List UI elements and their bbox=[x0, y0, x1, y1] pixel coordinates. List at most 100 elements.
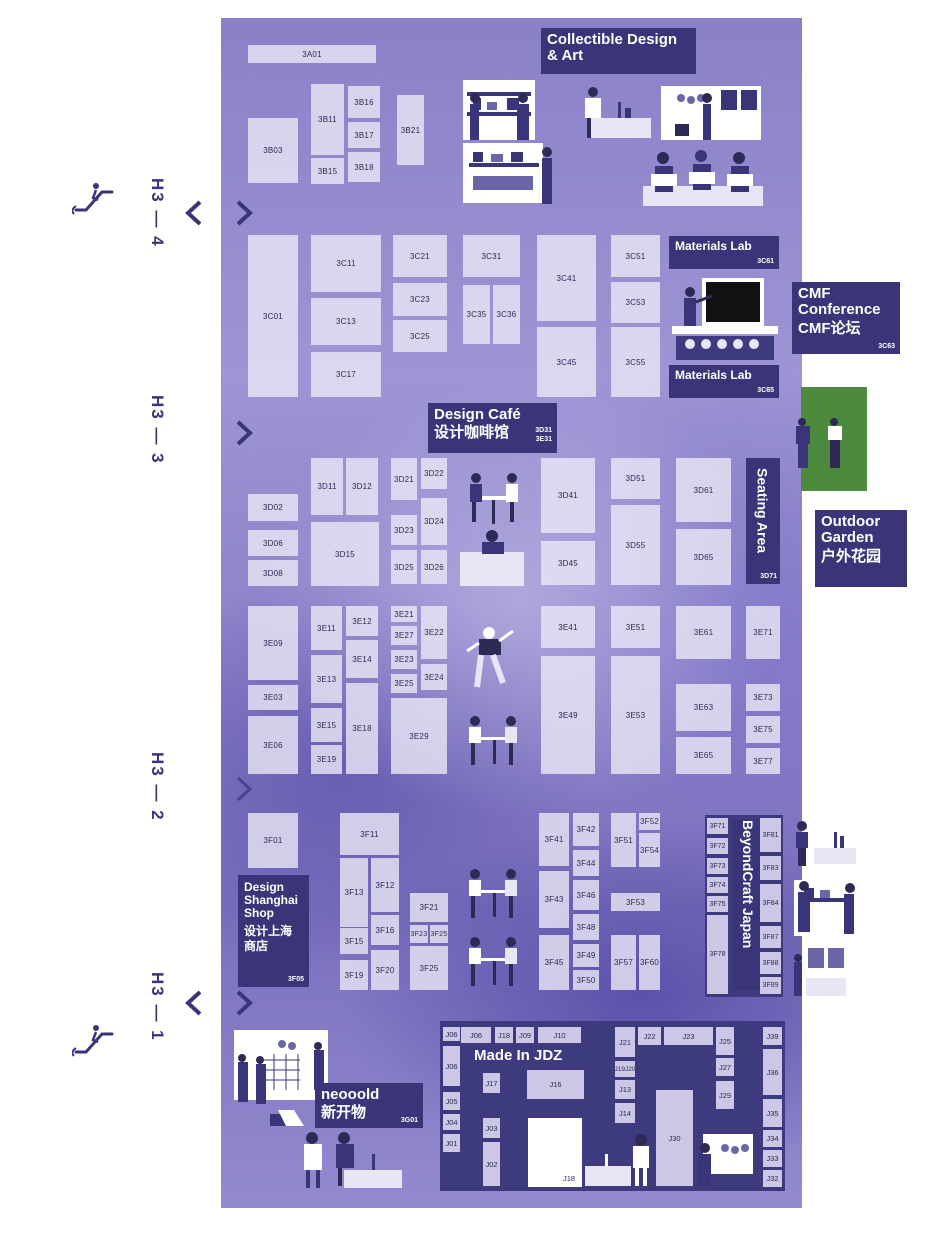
booth[interactable]: 3E51 bbox=[611, 606, 660, 648]
chevron-left-icon[interactable] bbox=[184, 200, 204, 226]
booth[interactable]: 3C25 bbox=[393, 320, 447, 352]
booth[interactable]: 3D61 bbox=[676, 458, 731, 522]
booth[interactable]: 3D21 bbox=[391, 458, 417, 500]
booth[interactable]: 3E73 bbox=[746, 684, 780, 711]
booth[interactable]: J16 bbox=[527, 1070, 584, 1099]
booth[interactable]: 3E61 bbox=[676, 606, 731, 659]
booth[interactable]: 3F41 bbox=[539, 813, 569, 866]
booth[interactable]: 3F49 bbox=[573, 944, 599, 967]
booth[interactable]: 3E22 bbox=[421, 606, 447, 659]
booth[interactable]: 3E71 bbox=[746, 606, 780, 659]
booth[interactable]: 3E29 bbox=[391, 698, 447, 774]
booth[interactable]: 3D55 bbox=[611, 505, 660, 585]
booth[interactable]: 3F46 bbox=[573, 880, 599, 910]
booth[interactable]: J06 bbox=[443, 1046, 460, 1086]
booth[interactable]: 3E77 bbox=[746, 748, 780, 774]
booth[interactable]: 3F87 bbox=[760, 926, 781, 948]
booth[interactable]: 3F01 bbox=[248, 813, 298, 868]
booth[interactable]: 3F78 bbox=[707, 915, 728, 994]
booth[interactable]: 3E23 bbox=[391, 650, 417, 669]
booth[interactable]: 3F74 bbox=[707, 877, 728, 893]
booth[interactable]: 3E25 bbox=[391, 674, 417, 693]
booth[interactable]: 3E75 bbox=[746, 716, 780, 743]
booth[interactable]: 3F15 bbox=[340, 928, 368, 954]
booth[interactable]: 3E24 bbox=[421, 664, 447, 690]
booth[interactable]: 3E49 bbox=[541, 656, 595, 774]
booth[interactable]: J19J20 bbox=[615, 1061, 635, 1077]
booth[interactable]: 3F11 bbox=[340, 813, 399, 855]
booth[interactable]: 3F73 bbox=[707, 858, 728, 874]
booth[interactable]: 3F57 bbox=[611, 935, 636, 990]
booth[interactable]: J27 bbox=[716, 1058, 734, 1076]
booth[interactable]: 3E53 bbox=[611, 656, 660, 774]
booth[interactable]: 3C31 bbox=[463, 235, 520, 277]
booth[interactable]: 3F12 bbox=[371, 858, 399, 912]
booth[interactable]: 3E15 bbox=[311, 708, 342, 742]
booth[interactable]: J06 bbox=[443, 1027, 460, 1041]
booth[interactable]: J25 bbox=[716, 1027, 734, 1055]
booth[interactable]: 3E27 bbox=[391, 626, 417, 645]
booth[interactable]: 3D65 bbox=[676, 529, 731, 585]
booth[interactable]: 3F60 bbox=[639, 935, 660, 990]
booth[interactable]: 3F13 bbox=[340, 858, 368, 927]
booth[interactable]: 3D51 bbox=[611, 458, 660, 499]
booth[interactable]: J04 bbox=[443, 1114, 460, 1130]
booth[interactable]: J01 bbox=[443, 1134, 460, 1152]
booth[interactable]: J36 bbox=[763, 1049, 782, 1095]
booth[interactable]: J34 bbox=[763, 1130, 782, 1147]
booth[interactable]: 3E11 bbox=[311, 606, 342, 650]
booth[interactable]: 3E18 bbox=[346, 683, 378, 774]
booth[interactable]: 3B17 bbox=[348, 122, 380, 148]
booth[interactable]: 3E65 bbox=[676, 737, 731, 774]
booth[interactable]: J22 bbox=[638, 1027, 661, 1045]
booth[interactable]: J32 bbox=[763, 1170, 782, 1187]
booth[interactable]: 3D24 bbox=[421, 498, 447, 545]
booth[interactable]: 3E09 bbox=[248, 606, 298, 680]
booth[interactable]: 3F25 bbox=[410, 946, 448, 990]
booth[interactable]: 3E19 bbox=[311, 745, 342, 774]
booth[interactable]: 3E13 bbox=[311, 655, 342, 703]
booth[interactable]: 3A01 bbox=[248, 45, 376, 63]
booth[interactable]: 3C55 bbox=[611, 327, 660, 397]
booth[interactable]: J13 bbox=[615, 1080, 635, 1099]
booth[interactable]: 3C21 bbox=[393, 235, 447, 277]
booth[interactable]: 3F25 bbox=[430, 925, 448, 943]
booth[interactable]: J10 bbox=[538, 1027, 581, 1043]
booth[interactable]: 3C41 bbox=[537, 235, 596, 321]
booth[interactable]: J39 bbox=[763, 1027, 782, 1045]
booth[interactable]: 3D06 bbox=[248, 530, 298, 556]
booth[interactable]: 3B15 bbox=[311, 158, 344, 184]
booth[interactable]: 3F84 bbox=[760, 884, 781, 922]
booth[interactable]: 3B21 bbox=[397, 95, 424, 165]
booth[interactable]: 3C51 bbox=[611, 235, 660, 277]
booth[interactable]: 3F21 bbox=[410, 893, 448, 922]
booth[interactable]: J21 bbox=[615, 1027, 635, 1057]
booth[interactable]: 3F81 bbox=[760, 818, 781, 852]
booth[interactable]: 3F23 bbox=[410, 925, 428, 943]
chevron-right-icon[interactable] bbox=[234, 200, 254, 226]
booth[interactable]: 3C11 bbox=[311, 235, 381, 292]
booth[interactable]: 3D11 bbox=[311, 458, 343, 515]
booth[interactable]: 3D45 bbox=[541, 541, 595, 585]
booth[interactable]: 3F43 bbox=[539, 871, 569, 928]
booth[interactable]: 3E14 bbox=[346, 640, 378, 678]
booth[interactable]: J33 bbox=[763, 1150, 782, 1167]
booth[interactable]: 3B11 bbox=[311, 84, 344, 155]
booth[interactable]: 3F53 bbox=[611, 893, 660, 911]
booth[interactable]: J06 bbox=[461, 1027, 491, 1043]
booth[interactable]: 3D12 bbox=[346, 458, 378, 515]
booth[interactable]: 3D41 bbox=[541, 458, 595, 533]
booth[interactable]: 3F51 bbox=[611, 813, 636, 867]
booth[interactable]: J03 bbox=[483, 1118, 500, 1138]
booth[interactable]: 3F71 bbox=[707, 818, 728, 834]
booth[interactable]: J29 bbox=[716, 1081, 734, 1109]
booth[interactable]: 3B16 bbox=[348, 86, 380, 118]
booth[interactable]: 3D23 bbox=[391, 515, 417, 545]
chevron-right-icon[interactable] bbox=[234, 420, 254, 446]
booth[interactable]: 3E06 bbox=[248, 716, 298, 774]
booth[interactable]: 3F20 bbox=[371, 950, 399, 990]
booth[interactable]: 3F16 bbox=[371, 915, 399, 945]
booth[interactable]: 3F54 bbox=[639, 833, 660, 867]
booth[interactable]: J35 bbox=[763, 1099, 782, 1127]
booth[interactable]: J30 bbox=[656, 1090, 693, 1186]
